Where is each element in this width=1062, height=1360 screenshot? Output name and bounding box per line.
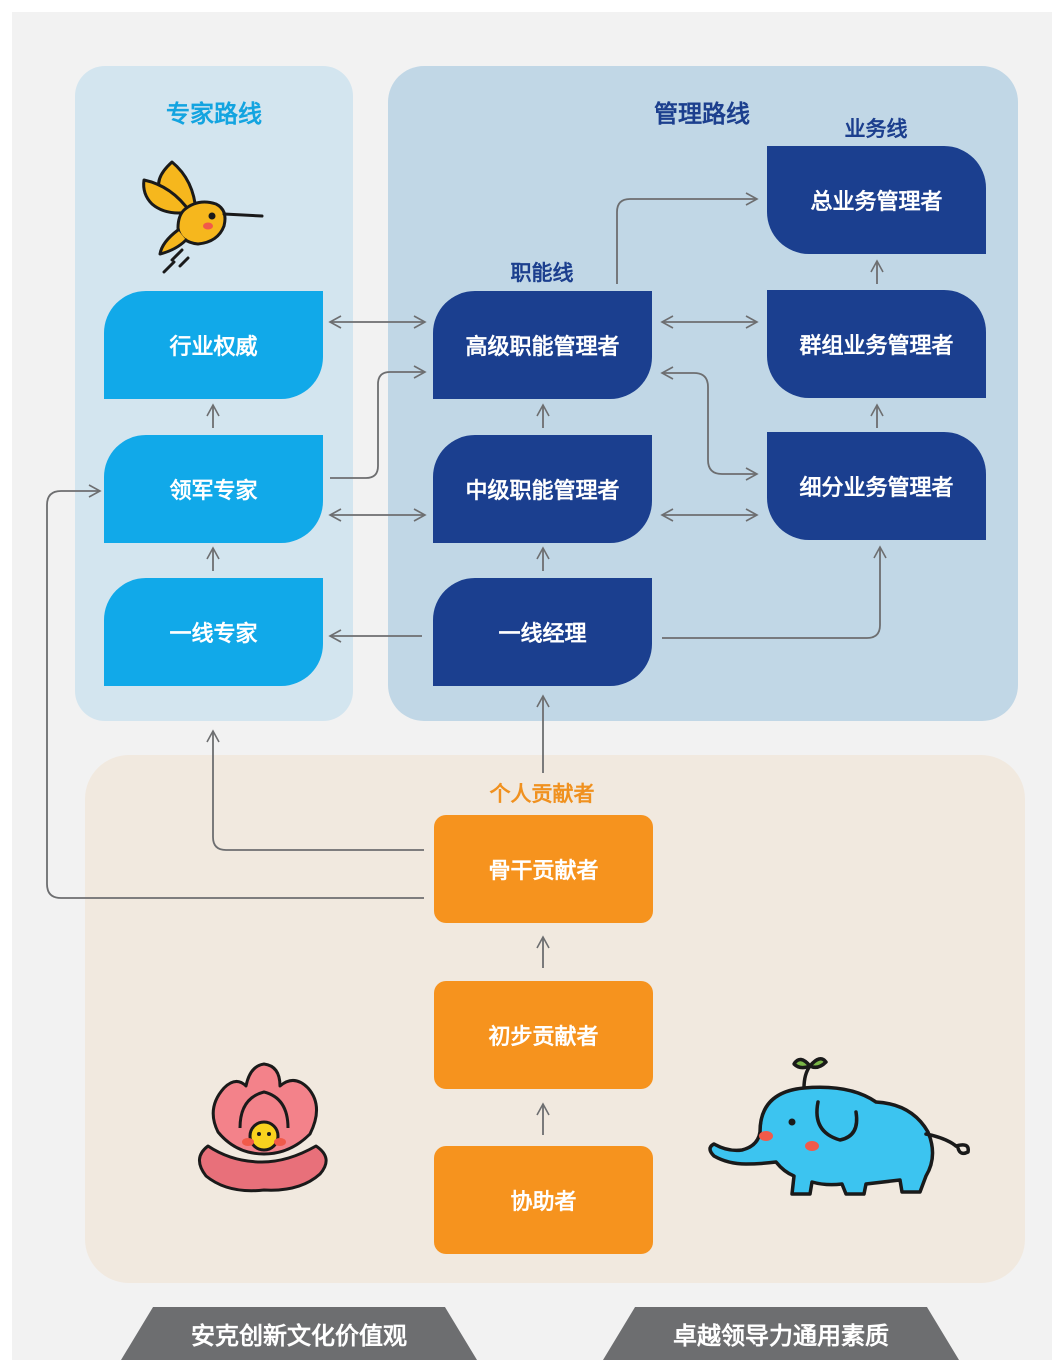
node-assistant-label: 协助者 xyxy=(510,1190,577,1215)
arrow-senior-to-general xyxy=(616,192,759,284)
footer-tab-culture-values: 安克创新文化价值观 xyxy=(121,1307,477,1360)
node-general-business-manager: 总业务管理者 xyxy=(767,146,986,254)
node-leading-expert-label: 领军专家 xyxy=(169,479,258,504)
node-group-business-manager: 群组业务管理者 xyxy=(767,290,986,398)
hummingbird-icon xyxy=(142,160,264,274)
node-senior-functional-manager-label: 高级职能管理者 xyxy=(465,335,620,360)
arrow-leading-expert-to-senior xyxy=(330,365,427,479)
arrow-frontline-mgr-to-segment xyxy=(662,545,887,639)
node-segment-business-manager-label: 细分业务管理者 xyxy=(799,476,954,501)
node-general-business-manager-label: 总业务管理者 xyxy=(810,190,943,215)
node-frontline-manager-label: 一线经理 xyxy=(498,622,587,647)
business-line-title: 业务线 xyxy=(844,117,908,141)
functional-line-title: 职能线 xyxy=(510,261,574,285)
node-junior-contributor-label: 初步贡献者 xyxy=(488,1025,599,1050)
arrow-core-to-expert-panel xyxy=(206,729,424,851)
elephant-icon xyxy=(708,1057,970,1196)
node-group-business-manager-label: 群组业务管理者 xyxy=(799,334,954,359)
node-mid-functional-manager: 中级职能管理者 xyxy=(433,435,652,543)
node-frontline-manager: 一线经理 xyxy=(433,578,652,686)
node-mid-functional-manager-label: 中级职能管理者 xyxy=(465,479,620,504)
expert-track-title: 专家路线 xyxy=(166,100,262,128)
node-assistant: 协助者 xyxy=(434,1146,653,1254)
footer-tab-culture-values-label: 安克创新文化价值观 xyxy=(191,1322,407,1350)
node-junior-contributor: 初步贡献者 xyxy=(434,981,653,1089)
flower-icon xyxy=(198,1062,328,1193)
node-senior-functional-manager: 高级职能管理者 xyxy=(433,291,652,399)
node-frontline-expert: 一线专家 xyxy=(104,578,323,686)
node-frontline-expert-label: 一线专家 xyxy=(169,622,258,647)
node-segment-business-manager: 细分业务管理者 xyxy=(767,432,986,540)
arrow-senior-segment xyxy=(660,366,759,481)
management-track-title: 管理路线 xyxy=(654,100,750,128)
node-core-contributor-label: 骨干贡献者 xyxy=(488,859,599,884)
arrow-core-to-leading-expert xyxy=(46,484,424,899)
node-industry-authority: 行业权威 xyxy=(104,291,323,399)
footer-tab-leadership-competency: 卓越领导力通用素质 xyxy=(603,1307,959,1360)
node-core-contributor: 骨干贡献者 xyxy=(434,815,653,923)
individual-contributor-title: 个人贡献者 xyxy=(489,782,595,806)
footer-tab-leadership-competency-label: 卓越领导力通用素质 xyxy=(673,1322,889,1350)
node-leading-expert: 领军专家 xyxy=(104,435,323,543)
node-industry-authority-label: 行业权威 xyxy=(169,335,258,360)
